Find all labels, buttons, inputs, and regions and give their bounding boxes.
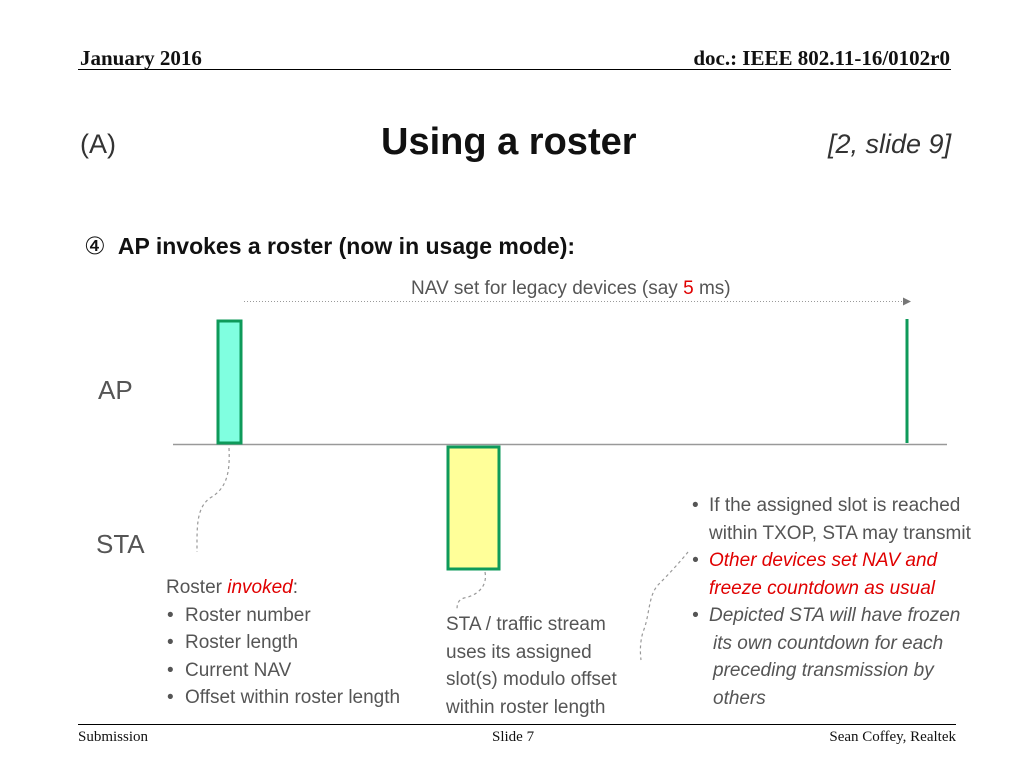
footer-rule: [78, 724, 956, 725]
note-line: others: [713, 687, 766, 709]
nav-label-pre: NAV set for legacy devices (say: [411, 278, 678, 299]
step-text: AP invokes a roster (now in usage mode):: [117, 233, 576, 259]
slide-title: Using a roster: [381, 121, 637, 163]
sta-transmission-block: [446, 445, 501, 571]
right-notes: If the assigned slot is reached within T…: [691, 492, 1001, 712]
list-item: Depicted STA will have frozen its own co…: [691, 602, 1001, 712]
roster-callout-connector: [196, 447, 230, 553]
roster-heading: Roster invoked:: [166, 574, 436, 602]
note-line: If the assigned slot is reached: [709, 495, 961, 516]
sta-note-line: within roster length: [446, 696, 606, 718]
note-line: preceding transmission by: [713, 660, 934, 681]
nav-arrowhead: [903, 297, 911, 306]
reference: [2, slide 9]: [828, 129, 952, 159]
step-heading: ④ AP invokes a roster (now in usage mode…: [84, 232, 575, 260]
footer-author: Sean Coffey, Realtek: [829, 729, 956, 745]
roster-fields-list: Roster number Roster length Current NAV …: [166, 602, 436, 712]
note-line: Depicted STA will have frozen: [709, 605, 961, 626]
list-item: Roster length: [166, 629, 436, 657]
notes-callout-connector: [639, 551, 689, 661]
note-line: freeze countdown as usual: [709, 577, 936, 599]
header-date: January 2016: [80, 46, 202, 70]
step-number: ④: [84, 232, 106, 260]
list-item: Current NAV: [166, 657, 436, 685]
list-item: If the assigned slot is reached within T…: [691, 492, 1001, 547]
sta-note-line: slot(s) modulo offset: [446, 669, 617, 690]
roster-info: Roster invoked: Roster number Roster len…: [166, 574, 436, 712]
sta-note-line: uses its assigned: [446, 641, 592, 663]
ap-row-label: AP: [98, 375, 133, 405]
roster-heading-prefix: Roster: [166, 577, 228, 598]
nav-value: 5: [683, 278, 694, 299]
roster-heading-em: invoked: [227, 577, 293, 598]
nav-label: NAV set for legacy devices (say 5 ms): [411, 278, 731, 300]
header-doc-id: doc.: IEEE 802.11-16/0102r0: [693, 46, 950, 70]
footer-slide-number: Slide 7: [492, 729, 535, 745]
roster-heading-suffix: :: [292, 577, 299, 598]
header-rule: [78, 69, 951, 70]
sta-row-label: STA: [96, 529, 145, 559]
list-item: Roster number: [166, 602, 436, 630]
list-item: Other devices set NAV and freeze countdo…: [691, 547, 1001, 602]
note-line: within TXOP, STA may transmit: [709, 522, 971, 544]
note-line: its own countdown for each: [713, 632, 944, 654]
list-item: Offset within roster length: [166, 684, 436, 712]
sta-note-line: STA / traffic stream: [446, 614, 606, 635]
ap-transmission-block: [216, 319, 243, 445]
sta-note: STA / traffic stream uses its assigned s…: [446, 611, 617, 721]
option-label: (A): [80, 129, 116, 159]
note-line: Other devices set NAV and: [709, 550, 938, 571]
right-notes-list: If the assigned slot is reached within T…: [691, 492, 1001, 712]
nav-label-post: ms): [698, 278, 731, 299]
footer-submission: Submission: [78, 729, 149, 745]
sta-callout-connector: [456, 571, 487, 611]
